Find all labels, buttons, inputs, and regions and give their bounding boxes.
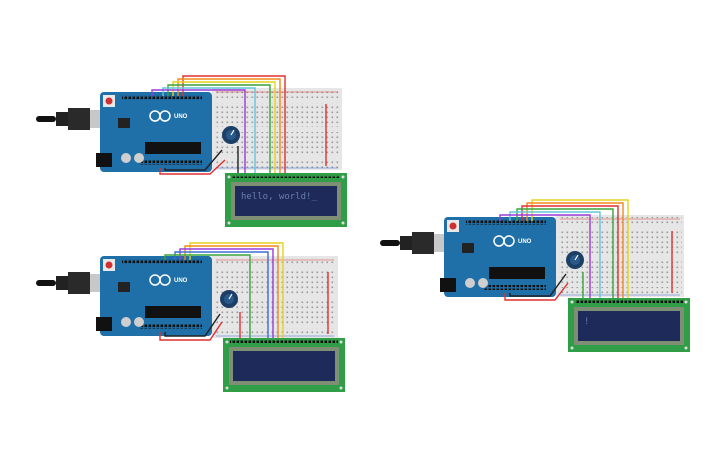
arduino-logo-icon	[149, 274, 171, 286]
potentiometer[interactable]	[566, 251, 584, 269]
board-label: UNO	[174, 278, 188, 284]
circuit-3: UNO	[380, 199, 690, 352]
arduino-uno-board[interactable]: UNO	[96, 256, 212, 336]
breadboard	[212, 256, 338, 338]
board-label: UNO	[518, 239, 532, 245]
wires	[499, 199, 673, 302]
lcd-display[interactable]: hello, world!_	[225, 173, 347, 227]
lcd-text: !	[584, 317, 589, 327]
circuit-2: UNO	[36, 242, 345, 392]
board-label: UNO	[174, 114, 188, 120]
circuit-1: UNO	[36, 75, 347, 227]
potentiometer[interactable]	[220, 290, 238, 308]
lcd-display[interactable]	[223, 338, 345, 392]
usb-cable	[36, 272, 106, 294]
arduino-uno-board[interactable]: UNO	[96, 92, 212, 172]
lcd-text: hello, world!_	[241, 192, 317, 202]
usb-cable	[36, 108, 106, 130]
arduino-uno-board[interactable]: UNO	[440, 217, 556, 297]
wires	[151, 75, 327, 178]
lcd-display[interactable]: !	[568, 298, 690, 352]
wires	[159, 242, 329, 343]
potentiometer[interactable]	[222, 126, 240, 144]
arduino-logo-icon	[149, 110, 171, 122]
usb-cable	[380, 232, 450, 254]
breadboard	[212, 88, 342, 170]
arduino-logo-icon	[493, 235, 515, 247]
